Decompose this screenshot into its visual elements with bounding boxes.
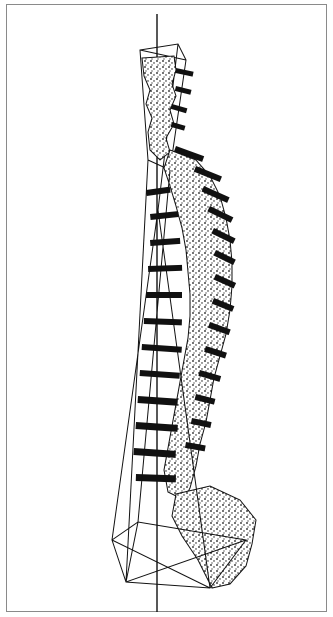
figure-frame [0, 0, 333, 617]
spine-illustration [0, 0, 333, 617]
